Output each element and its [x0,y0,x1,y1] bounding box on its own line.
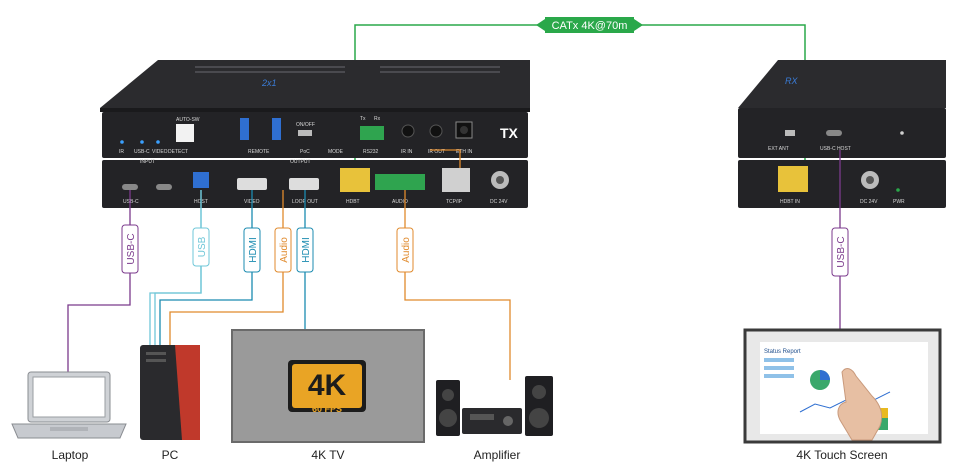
tx-output-label: OUTPUT [290,159,311,165]
rx-brand: RX [785,76,798,86]
rx-extender: RX EXT ANT USB-C HOST HDBT IN DC 24V PWR [738,60,946,208]
tag-label: Audio [401,237,412,263]
touch-screen-icon: Status Report [743,328,942,444]
tag-label: USB [197,236,208,257]
tx-rear-label: IR OUT [428,149,445,155]
rx-front-label: PWR [893,199,905,205]
tx-rear-label: DETECT [168,149,188,155]
tx-badge: TX [500,125,519,141]
cable-tags: USB-C USB HDMI Audio HDMI Audio USB-C [121,224,849,277]
tag-label: USB-C [836,236,847,267]
device-label-tv: 4K TV [311,448,344,462]
tag-usb-pc: USB [192,227,210,267]
rx-rear-label: EXT ANT [768,146,789,152]
tx-rear-label: AUTO-SW [176,117,200,123]
tag-usbc-laptop: USB-C [121,224,139,274]
tx-rear-label: ON/OFF [296,122,315,128]
tag-audio-pc: Audio [274,227,292,273]
tv-fps-badge: 60 FPS [312,404,342,414]
tx-rear-label: ETH IN [456,149,473,155]
tag-usbc-touch: USB-C [831,227,849,277]
tx-rear-label: IR [119,149,124,155]
speaker-icon [436,376,553,436]
tx-rear-label: PoC [300,149,310,155]
tx-rear-label: USB-C [134,149,150,155]
catx-label: CATx 4K@70m [552,20,628,32]
tag-label: USB-C [126,233,137,264]
amplifier-icon [462,408,522,434]
tx-rear-label: IR IN [401,149,413,155]
device-label-laptop: Laptop [52,448,89,462]
tx-rear-label: Tx [360,116,366,122]
device-label-pc: PC [162,448,179,462]
tag-label: HDMI [301,237,312,263]
tx-rear-label: RS232 [363,149,379,155]
tv-icon: 4K 60 FPS [231,329,425,443]
tx-front-label: USB-C [123,199,139,205]
pc-tower-icon [140,345,200,440]
tx-front-label: HDBT [346,199,360,205]
tag-audio-amp: Audio [396,227,414,273]
touch-screen-heading: Status Report [764,349,801,355]
tx-extender: 2x1 TX IR USB-C VIDEO DETECT AUTO-SW REM… [100,60,530,208]
tag-hdmi-pc: HDMI [243,227,261,273]
hand-icon [837,368,883,441]
rx-rear-label: USB-C HOST [820,146,851,152]
tx-front-label: DC 24V [490,199,508,205]
tv-4k-badge: 4K [308,369,347,402]
tx-brand: 2x1 [261,78,277,88]
tx-front-label: TCP/IP [446,199,463,205]
tx-input-label: INPUT [140,159,155,165]
laptop-icon [11,371,127,439]
rx-front-label: HDBT IN [780,199,800,205]
rx-front-label: DC 24V [860,199,878,205]
tag-hdmi-tv: HDMI [296,227,314,273]
device-label-touch-screen: 4K Touch Screen [796,448,887,462]
tag-label: HDMI [248,237,259,263]
tx-rear-label: MODE [328,149,344,155]
tx-front-label: AUDIO [392,199,408,205]
device-label-amplifier: Amplifier [474,448,521,462]
tx-rear-label: VIDEO [152,149,168,155]
tag-label: Audio [279,237,290,263]
tx-rear-label: REMOTE [248,149,270,155]
tx-rear-label: Rx [374,116,381,122]
